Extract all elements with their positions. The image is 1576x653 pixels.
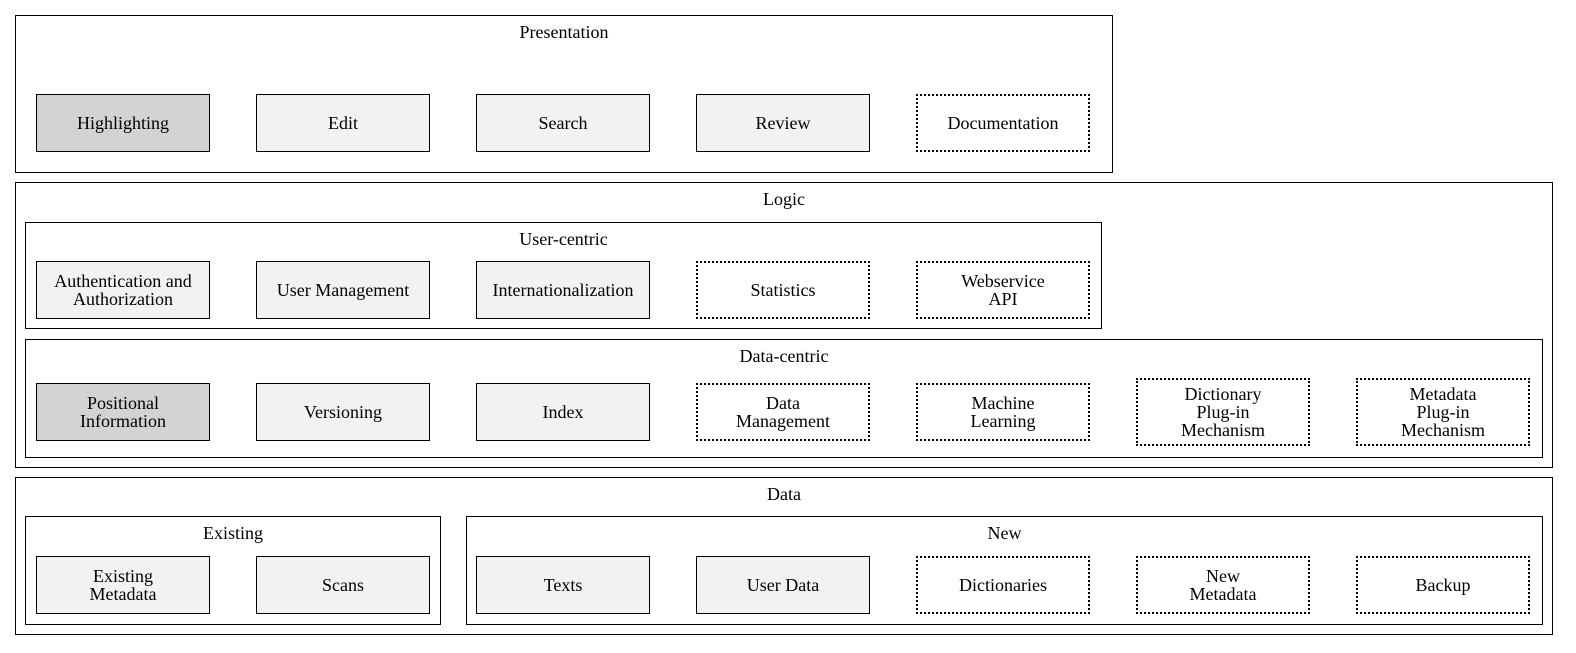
- cluster-title-data: Data: [767, 484, 801, 504]
- node-webservice-api: Webservice API: [916, 261, 1090, 319]
- node-backup: Backup: [1356, 556, 1530, 614]
- node-user-data: User Data: [696, 556, 870, 614]
- node-highlighting: Highlighting: [36, 94, 210, 152]
- node-authentication-and-authorization: Authentication and Authorization: [36, 261, 210, 319]
- cluster-new: New: [466, 516, 1543, 625]
- cluster-user-centric: User-centric: [25, 222, 1102, 329]
- node-edit: Edit: [256, 94, 430, 152]
- node-review: Review: [696, 94, 870, 152]
- cluster-data: Data: [15, 477, 1553, 635]
- node-positional-information: Positional Information: [36, 383, 210, 441]
- node-metadata-plug-in-mechanism: Metadata Plug-in Mechanism: [1356, 378, 1530, 446]
- node-search: Search: [476, 94, 650, 152]
- node-user-management: User Management: [256, 261, 430, 319]
- cluster-title-existing: Existing: [202, 523, 263, 543]
- node-documentation: Documentation: [916, 94, 1090, 152]
- node-existing-metadata: Existing Metadata: [36, 556, 210, 614]
- node-dictionary-plug-in-mechanism: Dictionary Plug-in Mechanism: [1136, 378, 1310, 446]
- node-internationalization: Internationalization: [476, 261, 650, 319]
- cluster-presentation: Presentation: [15, 15, 1113, 173]
- cluster-title-logic: Logic: [763, 189, 805, 209]
- node-versioning: Versioning: [256, 383, 430, 441]
- cluster-title-user-centric: User-centric: [519, 229, 608, 249]
- node-new-metadata: New Metadata: [1136, 556, 1310, 614]
- cluster-title-new: New: [987, 523, 1022, 543]
- cluster-title-presentation: Presentation: [519, 22, 609, 42]
- node-data-management: Data Management: [696, 383, 870, 441]
- cluster-title-data-centric: Data-centric: [739, 346, 829, 366]
- cluster-existing: Existing: [25, 516, 441, 625]
- node-texts: Texts: [476, 556, 650, 614]
- cluster-logic: Logic: [15, 182, 1553, 468]
- cluster-data-centric: Data-centric: [25, 339, 1543, 458]
- node-index: Index: [476, 383, 650, 441]
- node-dictionaries: Dictionaries: [916, 556, 1090, 614]
- node-statistics: Statistics: [696, 261, 870, 319]
- node-machine-learning: Machine Learning: [916, 383, 1090, 441]
- node-scans: Scans: [256, 556, 430, 614]
